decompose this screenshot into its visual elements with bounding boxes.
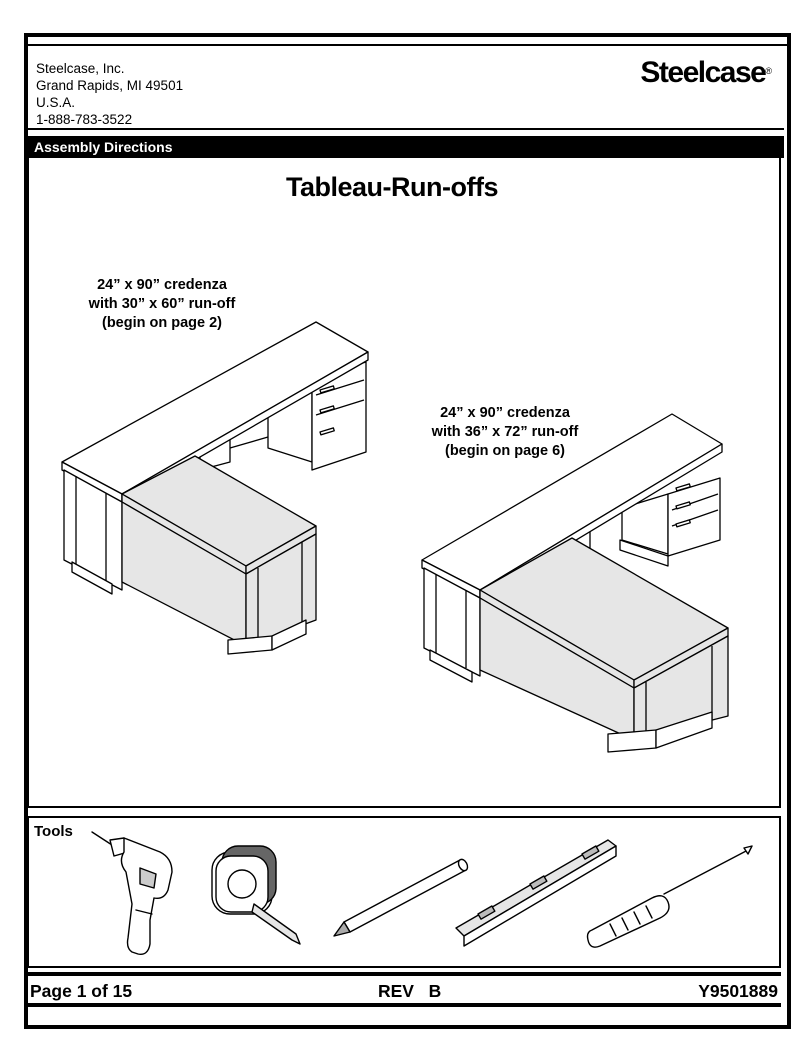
footer-top-rule (27, 972, 781, 976)
header-divider (24, 128, 784, 130)
config-2-line-3: (begin on page 6) (444, 443, 566, 459)
company-name: Steelcase, Inc. (36, 61, 125, 76)
company-city: Grand Rapids, MI 49501 (36, 78, 184, 93)
config-2-line-1: 24” x 90” credenza (440, 405, 570, 421)
credenza-36x72-illustration (421, 413, 729, 753)
registered-mark: ® (765, 66, 772, 76)
logo-text: Steelcase (640, 56, 766, 89)
level-icon (455, 839, 617, 947)
tools-panel (27, 816, 781, 968)
screwdriver-icon (586, 845, 753, 948)
company-phone: 1-888-783-3522 (36, 112, 133, 127)
credenza-30x60-illustration (61, 321, 369, 655)
page-frame (24, 33, 791, 1029)
steelcase-logo: Steelcase® (640, 56, 772, 90)
drill-icon (91, 831, 173, 955)
tools-label: Tools (34, 823, 73, 840)
tape-measure-icon (211, 845, 301, 945)
top-rule (24, 44, 791, 46)
document-number: Y9501889 (698, 981, 778, 1001)
section-header: Assembly Directions (24, 136, 784, 158)
company-address: Steelcase, Inc. Grand Rapids, MI 49501 U… (36, 60, 183, 128)
config-caption-1: 24” x 90” credenza with 30” x 60” run-of… (42, 276, 282, 333)
config-1-line-1: 24” x 90” credenza (97, 277, 227, 293)
page-number: Page 1 of 15 (30, 981, 133, 1001)
config-1-line-2: with 30” x 60” run-off (88, 296, 236, 312)
illustration-panel (27, 158, 781, 808)
revision: REV B (378, 981, 442, 1001)
pencil-icon (333, 858, 469, 937)
config-caption-2: 24” x 90” credenza with 36” x 72” run-of… (390, 404, 620, 461)
company-country: U.S.A. (36, 95, 76, 110)
page-title: Tableau-Run-offs (286, 172, 498, 202)
config-1-line-3: (begin on page 2) (101, 315, 223, 331)
config-2-line-2: with 36” x 72” run-off (431, 424, 579, 440)
footer-bottom-rule (27, 1003, 781, 1007)
